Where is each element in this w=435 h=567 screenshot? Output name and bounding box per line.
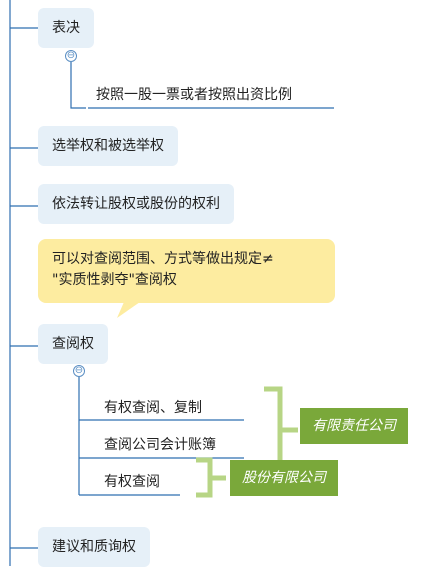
collapse-icon[interactable]: ⊖ — [65, 50, 77, 62]
node-biaojue-child[interactable]: 按照一股一票或者按照出资比例 — [96, 87, 292, 103]
collapse-icon[interactable]: ⊖ — [73, 365, 85, 377]
node-chayue-child-copy[interactable]: 有权查阅、复制 — [104, 400, 202, 416]
tag-jsc: 股份有限公司 — [230, 460, 338, 496]
callout-line-1: 可以对查阅范围、方式等做出规定≠ — [52, 251, 274, 267]
node-xuanju[interactable]: 选举权和被选举权 — [38, 126, 178, 166]
node-jianyi[interactable]: 建议和质询权 — [38, 527, 150, 567]
callout-note: 可以对查阅范围、方式等做出规定≠ "实质性剥夺"查阅权 — [38, 239, 335, 303]
tag-llc: 有限责任公司 — [300, 408, 408, 444]
node-zhuanrang[interactable]: 依法转让股权或股份的权利 — [38, 184, 234, 224]
node-chayue-child-view[interactable]: 有权查阅 — [104, 474, 160, 490]
node-chayue-child-accounts[interactable]: 查阅公司会计账簿 — [104, 437, 216, 453]
node-biaojue[interactable]: 表决 — [38, 8, 94, 48]
node-chayue[interactable]: 查阅权 — [38, 324, 108, 364]
callout-line-2: "实质性剥夺"查阅权 — [52, 272, 177, 288]
